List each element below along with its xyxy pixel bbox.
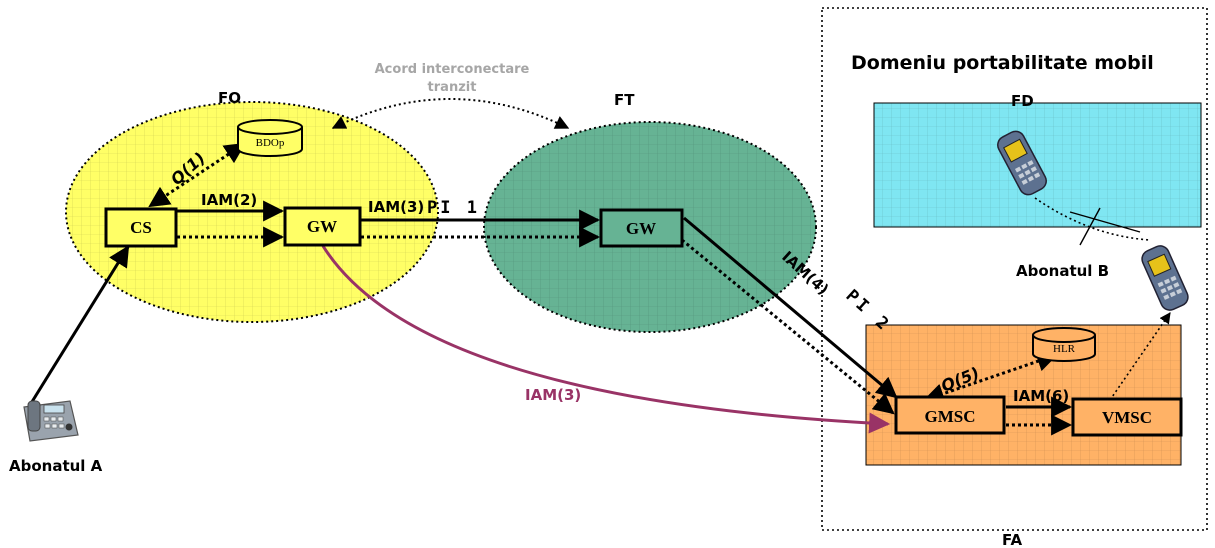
pi1-label: PI 1	[427, 198, 480, 218]
iam3-direct-label: IAM(3)	[525, 386, 581, 404]
domain-title: Domeniu portabilitate mobil	[851, 52, 1154, 74]
node-gmsc: GMSC	[894, 395, 1006, 435]
database-hlr-label: HLR	[1053, 343, 1076, 355]
database-bdop-label: BDOp	[256, 137, 285, 149]
database-bdop: BDOp	[237, 119, 303, 157]
iam6-label: IAM(6)	[1013, 387, 1069, 405]
mobile-phone-icon	[997, 130, 1047, 196]
node-gmsc-label: GMSC	[925, 407, 976, 426]
arrow-q5	[923, 351, 1058, 404]
node-cs-label: CS	[130, 218, 152, 237]
dotted-old-link	[1034, 197, 1151, 241]
arrow-iam4-pi2	[683, 216, 898, 399]
node-vmsc-label: VMSC	[1102, 408, 1152, 427]
link-cut-mark	[1079, 207, 1101, 246]
network-fa	[865, 324, 1182, 466]
node-gw-ft-label: GW	[626, 219, 656, 238]
label-fd: FD	[1011, 92, 1034, 110]
node-gw-fo-label: GW	[307, 217, 337, 236]
arrow-subscriber-a-to-cs	[28, 245, 130, 406]
label-fo: FO	[218, 89, 241, 107]
label-ft: FT	[614, 91, 635, 109]
portability-domain-border	[821, 7, 1208, 531]
agreement-label-line1: Acord interconectare	[375, 62, 530, 77]
desk-phone-icon	[23, 400, 79, 442]
label-fa: FA	[1002, 531, 1023, 548]
mobile-phone-icon-subscriber-b	[1141, 245, 1189, 311]
iam3-top-label: IAM(3)	[368, 198, 424, 216]
arrow-iam3-direct	[321, 245, 891, 434]
node-gw-ft: GW	[599, 208, 684, 248]
agreement-arc	[331, 98, 570, 129]
node-cs: CS	[104, 207, 178, 248]
database-hlr: HLR	[1032, 327, 1096, 362]
subscriber-b-label: Abonatul B	[1016, 262, 1109, 280]
node-vmsc: VMSC	[1071, 397, 1183, 437]
node-gw-fo: GW	[283, 206, 362, 247]
iam2-label: IAM(2)	[201, 191, 257, 209]
subscriber-a-label: Abonatul A	[9, 457, 103, 475]
agreement-label-line2: tranzit	[428, 80, 477, 95]
link-cut-mark-2	[1069, 211, 1141, 233]
arrow-q1	[148, 142, 246, 208]
